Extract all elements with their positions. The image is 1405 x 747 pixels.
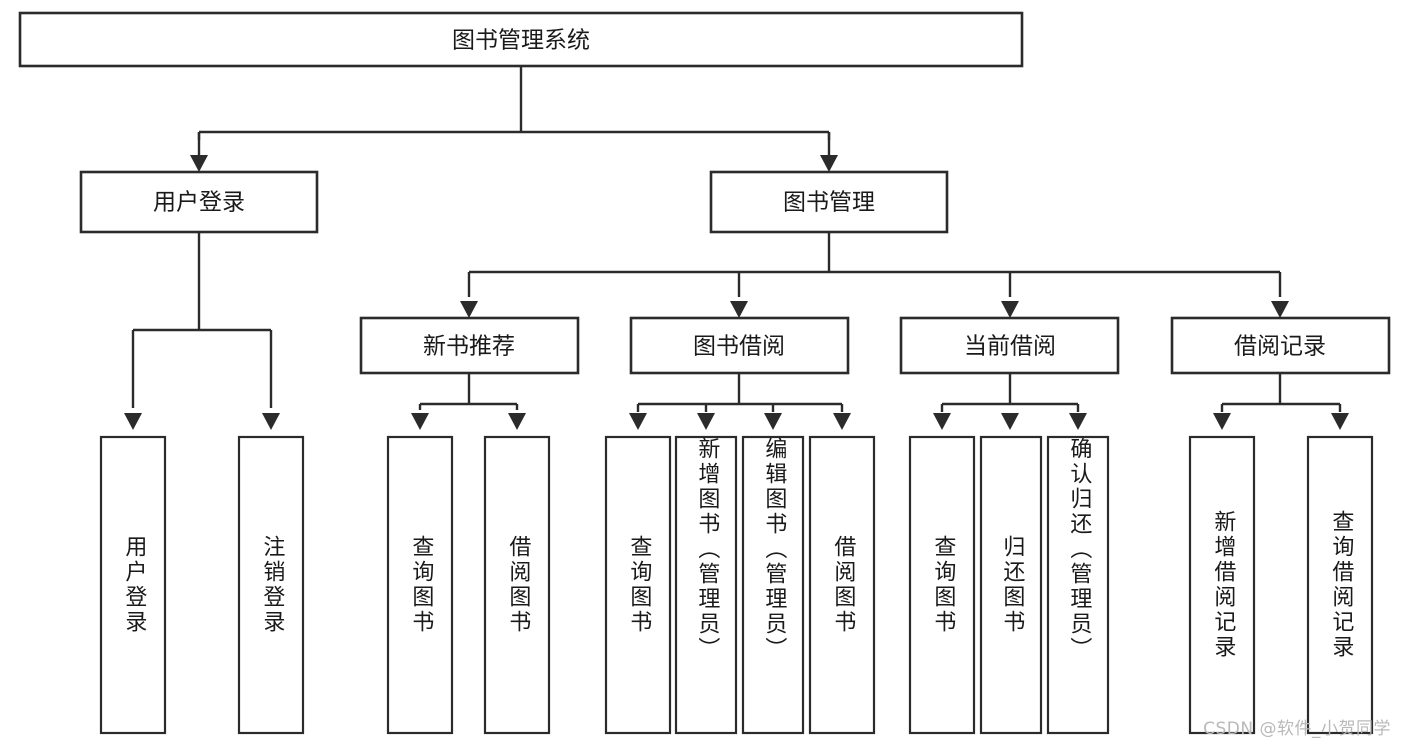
leaf-box-bb-0[interactable] <box>604 435 672 735</box>
leaf-box-nbr-0[interactable] <box>386 435 454 735</box>
arrow-to-new-book-recommend <box>460 301 478 318</box>
arrow-to-leaf-bb-2 <box>764 413 782 430</box>
node-current-borrow-label: 当前借阅 <box>964 334 1056 360</box>
arrow-to-leaf-cb-0 <box>933 413 951 430</box>
leaf-box-bb-3[interactable] <box>808 435 876 735</box>
arrow-to-current-borrow <box>1001 301 1019 318</box>
node-new-book-recommend-label: 新书推荐 <box>423 334 515 360</box>
arrow-to-user-login <box>190 155 208 172</box>
node-new-book-recommend[interactable]: 新书推荐 <box>359 316 580 375</box>
node-borrow-record[interactable]: 借阅记录 <box>1170 316 1391 375</box>
leaf-box-nbr-1[interactable] <box>483 435 551 735</box>
node-book-borrow-label: 图书借阅 <box>693 334 785 360</box>
node-root[interactable]: 图书管理系统 <box>18 11 1024 68</box>
arrow-to-leaf-cb-1 <box>1001 413 1019 430</box>
arrow-to-leaf-nbr-1 <box>508 413 526 430</box>
leaf-box-user-login-1[interactable] <box>237 435 305 735</box>
node-root-label: 图书管理系统 <box>452 28 590 54</box>
node-book-borrow[interactable]: 图书借阅 <box>629 316 850 375</box>
leaf-box-cb-0[interactable] <box>908 435 976 735</box>
leaf-box-br-1[interactable] <box>1306 435 1374 735</box>
node-user-login[interactable]: 用户登录 <box>79 170 319 234</box>
arrow-to-book-manage <box>820 155 838 172</box>
arrow-to-leaf-user-login-1 <box>262 413 280 430</box>
node-borrow-record-label: 借阅记录 <box>1234 334 1326 360</box>
node-current-borrow[interactable]: 当前借阅 <box>899 316 1120 375</box>
arrow-to-leaf-br-1 <box>1331 413 1349 430</box>
leaf-box-br-0[interactable] <box>1188 435 1256 735</box>
arrow-to-leaf-bb-3 <box>833 413 851 430</box>
arrow-to-leaf-user-login-0 <box>124 413 142 430</box>
leaf-box-bb-2[interactable] <box>741 435 805 735</box>
arrow-to-borrow-record <box>1271 301 1289 318</box>
arrow-to-leaf-cb-2 <box>1069 413 1087 430</box>
node-user-login-label: 用户登录 <box>153 190 245 216</box>
node-book-manage[interactable]: 图书管理 <box>709 170 949 234</box>
leaf-box-cb-1[interactable] <box>979 435 1043 735</box>
leaf-box-cb-2[interactable] <box>1046 435 1110 735</box>
leaf-box-user-login-0[interactable] <box>99 435 167 735</box>
arrow-to-leaf-br-0 <box>1213 413 1231 430</box>
arrow-to-leaf-nbr-0 <box>411 413 429 430</box>
arrow-to-book-borrow <box>730 301 748 318</box>
node-book-manage-label: 图书管理 <box>783 190 875 216</box>
leaf-box-bb-1[interactable] <box>674 435 738 735</box>
arrow-to-leaf-bb-0 <box>629 413 647 430</box>
arrow-to-leaf-bb-1 <box>697 413 715 430</box>
